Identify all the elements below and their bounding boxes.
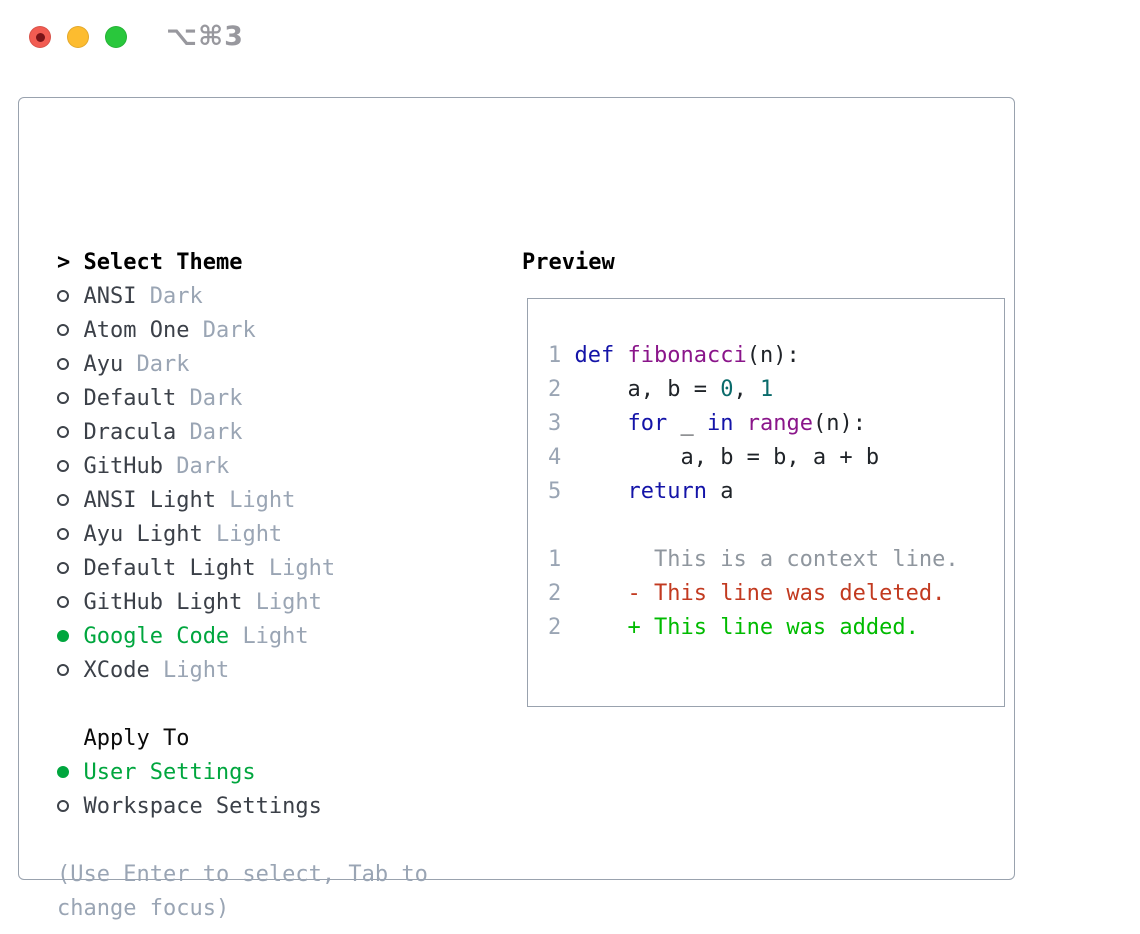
apply-to-title: Apply To <box>83 726 190 751</box>
preview-box: 1 def fibonacci(n): 2 a, b = 0, 1 3 for _ … <box>527 298 1005 707</box>
help-line-2: change focus) <box>57 896 230 921</box>
option-variant-label: Dark <box>202 318 256 343</box>
preview-code-line: 3 for _ in range(n): <box>548 411 866 436</box>
theme-option[interactable]: ANSI Light Light <box>57 484 428 518</box>
preview-code-line: 4 a, b = b, a + b <box>548 445 880 470</box>
minimize-button[interactable] <box>67 26 89 48</box>
radio-selected-icon <box>57 620 83 654</box>
window-controls <box>29 26 127 48</box>
option-label: XCode <box>83 658 150 683</box>
close-dot-icon <box>35 32 45 42</box>
option-variant-label: Dark <box>189 420 243 445</box>
option-label: User Settings <box>83 760 256 785</box>
option-variant-label: Light <box>255 590 322 615</box>
option-variant-label: Light <box>268 556 336 581</box>
line-number: 5 <box>548 479 562 504</box>
select-theme-header: > Select Theme <box>57 246 428 280</box>
apply-option[interactable]: User Settings <box>57 756 428 790</box>
option-label: ANSI Light <box>83 488 216 513</box>
radio-icon <box>57 654 83 688</box>
preview-code-line: 5 return a <box>548 479 734 504</box>
line-number: 2 <box>548 615 562 640</box>
theme-option[interactable]: GitHub Dark <box>57 450 428 484</box>
option-label: Workspace Settings <box>83 794 322 819</box>
line-number: 2 <box>548 377 562 402</box>
option-label: Default Light <box>83 556 256 581</box>
preview-code-line: 1 This is a context line. <box>548 547 959 572</box>
titlebar: ⌥⌘3 <box>0 0 1140 75</box>
help-line-1: (Use Enter to select, Tab to <box>57 862 428 887</box>
line-number: 4 <box>548 445 562 470</box>
radio-icon <box>57 280 83 314</box>
maximize-button[interactable] <box>105 26 127 48</box>
radio-icon <box>57 348 83 382</box>
theme-option[interactable]: GitHub Light Light <box>57 586 428 620</box>
option-variant-label: Dark <box>176 454 230 479</box>
theme-option[interactable]: Atom One Dark <box>57 314 428 348</box>
preview-code-line: 2 a, b = 0, 1 <box>548 377 774 402</box>
radio-icon <box>57 314 83 348</box>
theme-option[interactable]: Default Light Light <box>57 552 428 586</box>
help-text: (Use Enter to select, Tab to change focu… <box>57 858 428 926</box>
radio-icon <box>57 552 83 586</box>
preview-code-line: 1 def fibonacci(n): <box>548 343 800 368</box>
radio-icon <box>57 416 83 450</box>
preview-code-line: 2 + This line was added. <box>548 615 919 640</box>
option-label: GitHub <box>83 454 163 479</box>
option-variant-label: Light <box>215 522 283 547</box>
radio-selected-icon <box>57 756 83 790</box>
line-number: 2 <box>548 581 562 606</box>
option-variant-label: Light <box>229 488 296 513</box>
line-number: 1 <box>548 547 562 572</box>
line-number: 1 <box>548 343 562 368</box>
option-label: Default <box>83 386 177 411</box>
theme-option[interactable]: ANSI Dark <box>57 280 428 314</box>
theme-option[interactable]: Ayu Dark <box>57 348 428 382</box>
theme-option[interactable]: Google Code Light <box>57 620 428 654</box>
option-label: Atom One <box>83 318 190 343</box>
focus-caret-icon: > <box>57 250 71 275</box>
line-number: 3 <box>548 411 562 436</box>
option-label: Ayu <box>83 352 124 377</box>
preview-code: 1 def fibonacci(n): 2 a, b = 0, 1 3 for _ … <box>528 299 1004 645</box>
theme-option[interactable]: Default Dark <box>57 382 428 416</box>
apply-option[interactable]: Workspace Settings <box>57 790 428 824</box>
option-variant-label: Dark <box>189 386 243 411</box>
theme-option[interactable]: XCode Light <box>57 654 428 688</box>
option-label: GitHub Light <box>83 590 243 615</box>
radio-icon <box>57 382 83 416</box>
option-variant-label: Dark <box>149 284 203 309</box>
preview-title: Preview <box>522 250 615 275</box>
radio-icon <box>57 484 83 518</box>
option-label: Dracula <box>83 420 177 445</box>
radio-icon <box>57 450 83 484</box>
radio-icon <box>57 518 83 552</box>
select-theme-title: Select Theme <box>83 250 243 275</box>
option-variant-label: Dark <box>136 352 190 377</box>
theme-option[interactable]: Ayu Light Light <box>57 518 428 552</box>
preview-code-line: 2 - This line was deleted. <box>548 581 946 606</box>
close-button[interactable] <box>29 26 51 48</box>
tab-shortcut-label: ⌥⌘3 <box>166 21 244 52</box>
option-variant-label: Light <box>242 624 309 649</box>
theme-option[interactable]: Dracula Dark <box>57 416 428 450</box>
radio-icon <box>57 586 83 620</box>
radio-icon <box>57 790 83 824</box>
option-label: ANSI <box>83 284 137 309</box>
preview-code-line <box>548 509 1004 543</box>
option-variant-label: Light <box>162 658 230 683</box>
option-label: Ayu Light <box>83 522 203 547</box>
option-label: Google Code <box>83 624 230 649</box>
